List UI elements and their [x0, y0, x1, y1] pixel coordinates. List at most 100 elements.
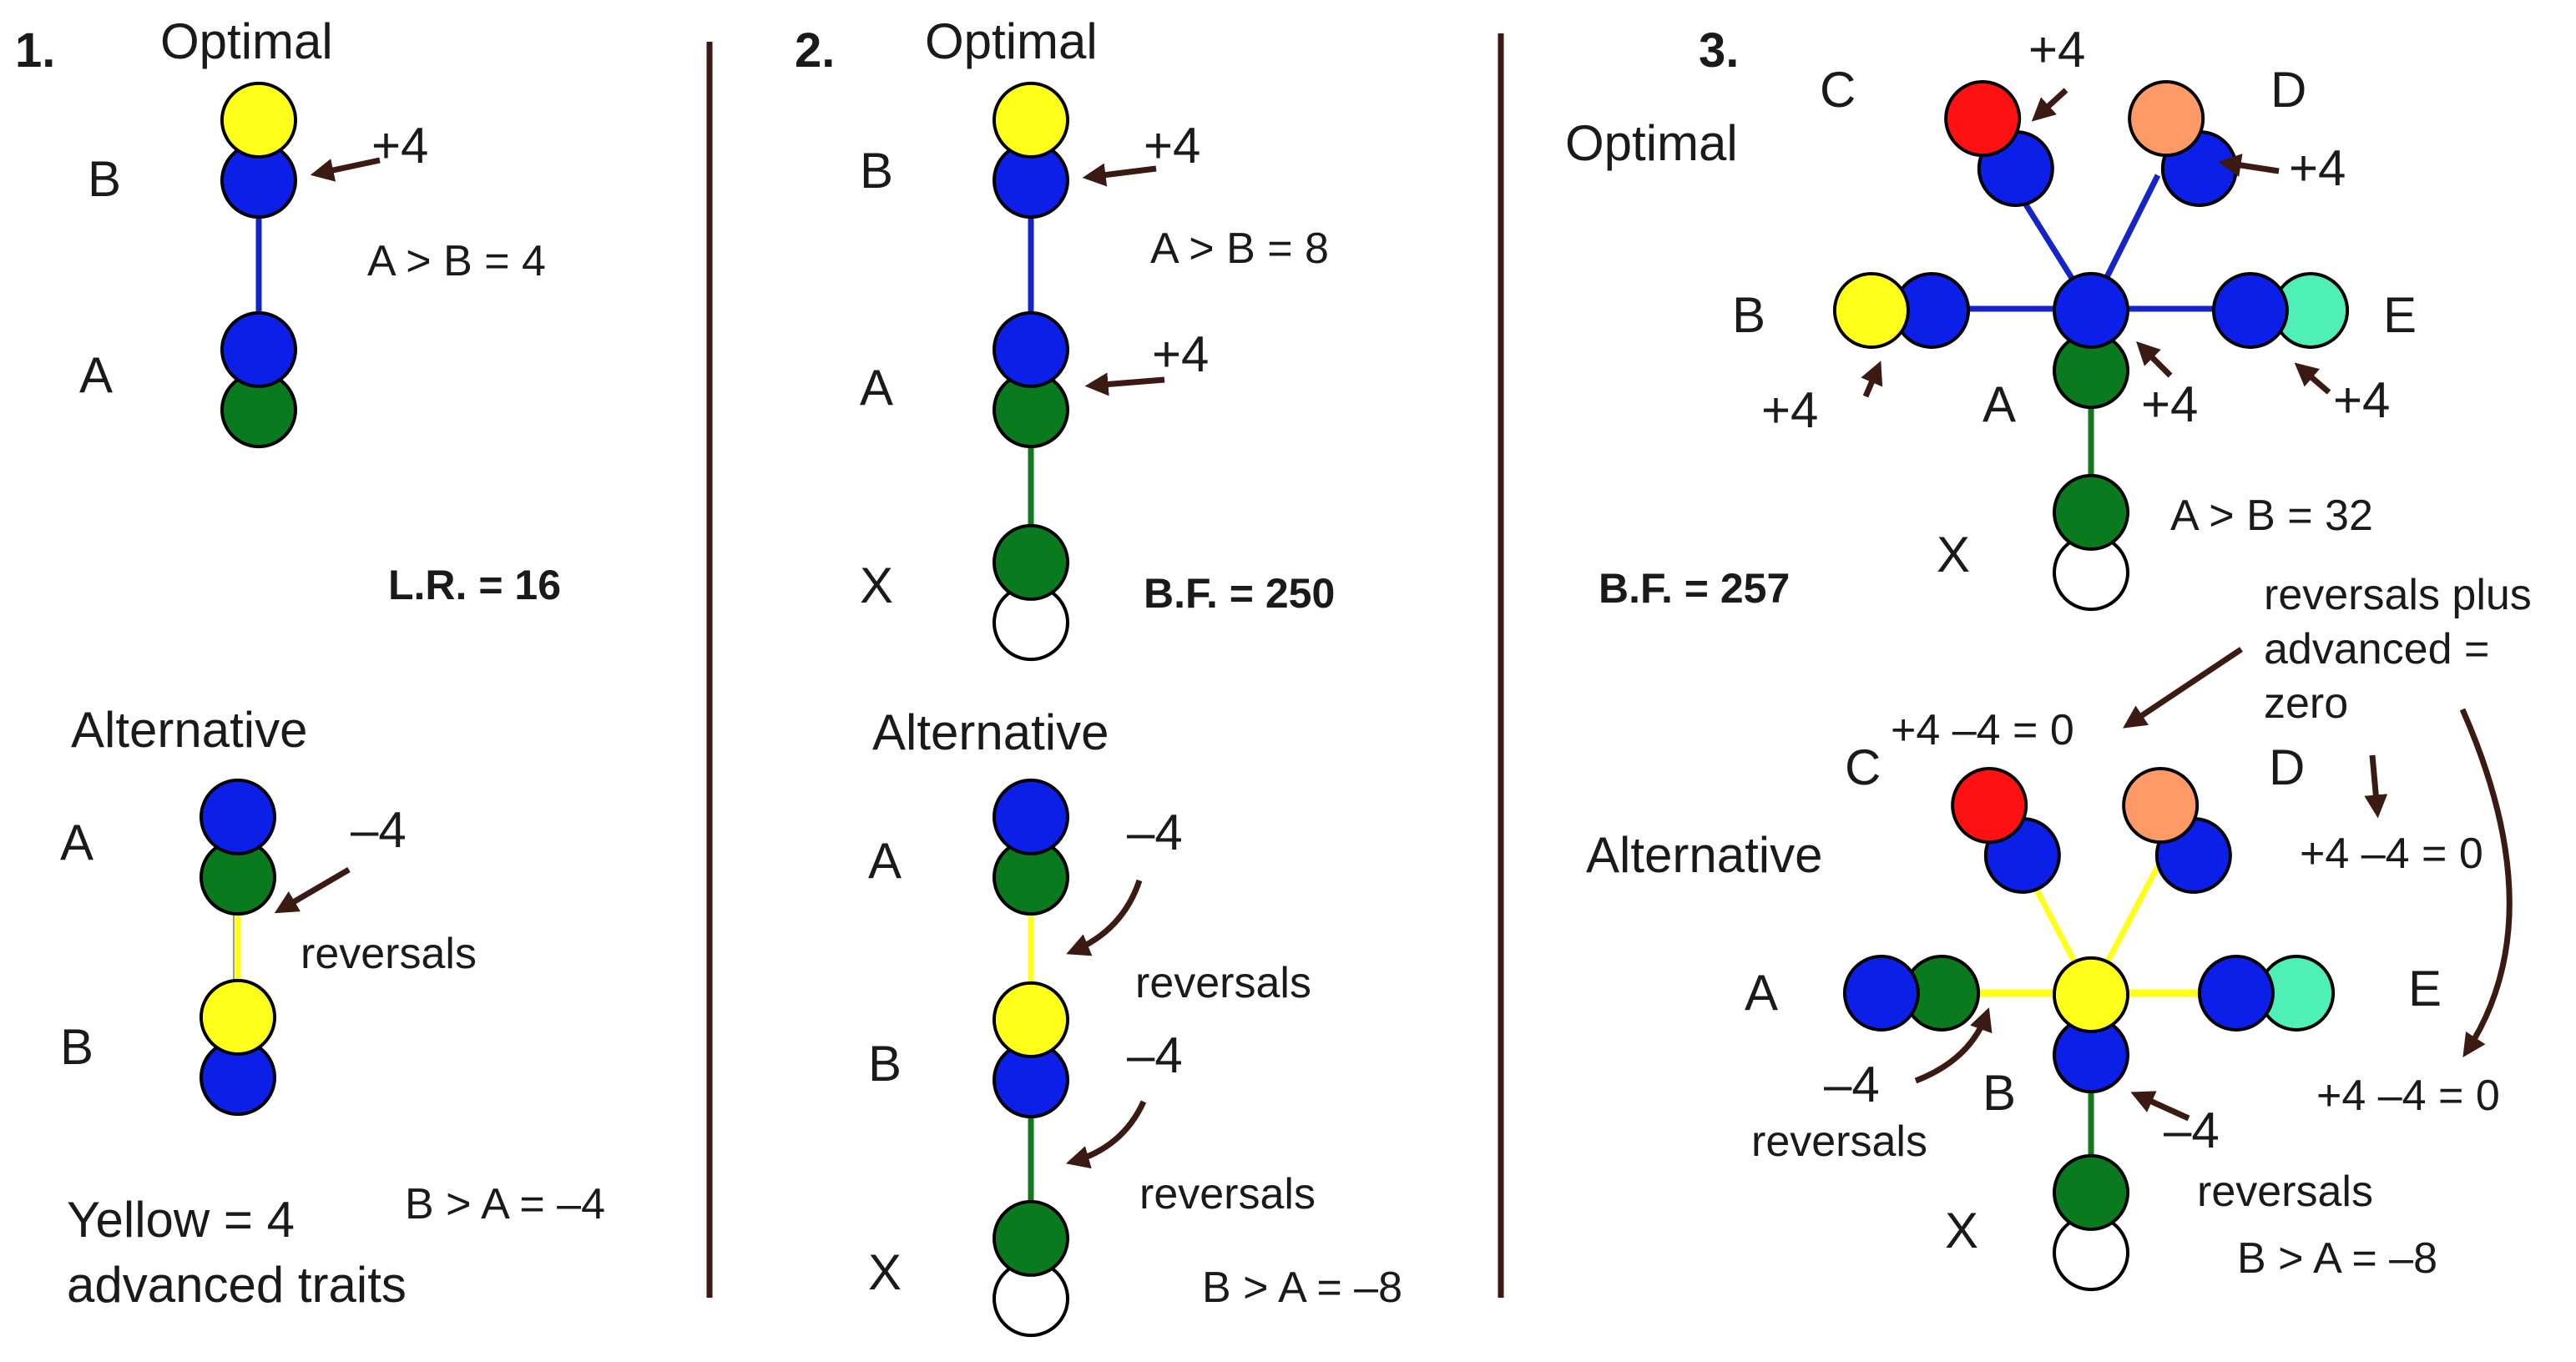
alt-node-E-label: E [2408, 961, 2442, 1016]
optimal-title: Optimal [160, 13, 333, 69]
node-X-label: X [860, 557, 893, 613]
node-X-label: X [1937, 527, 1970, 583]
node-lobe-fill [996, 984, 1066, 1055]
panel-number: 3. [1699, 23, 1739, 78]
alt-loss-label-A: –4 [1824, 1057, 1880, 1112]
node-D-label: D [2270, 62, 2306, 118]
gain-arrow-B [1861, 361, 1883, 398]
note-arrow-D [2364, 754, 2388, 819]
gain-arrow-A [2136, 341, 2173, 378]
node-B [1832, 272, 1971, 349]
loss-arrow [274, 866, 351, 914]
alt-node-B-label: B [60, 1019, 93, 1075]
node-E [2211, 272, 2350, 349]
gain-arrow [310, 157, 381, 182]
alt-compare-label: B > A = –8 [2237, 1234, 2437, 1283]
alt-node-E [2197, 955, 2336, 1032]
alt-reversals-label-B: reversals [2197, 1168, 2373, 1216]
node-lobe-fill [1836, 275, 1907, 346]
node-lobe-fill [2056, 959, 2126, 1030]
alt-loss-label-2: –4 [1127, 1027, 1183, 1083]
gain-label-E: +4 [2333, 372, 2390, 428]
loss-arrow-B [2130, 1091, 2190, 1122]
alt-node-X [2053, 1153, 2129, 1292]
alt-node-X-label: X [1945, 1203, 1978, 1259]
alt-compare-label: B > A = –4 [405, 1180, 605, 1228]
gain-arrow-D [2217, 154, 2280, 177]
alt-node-B [2053, 956, 2129, 1094]
alt-sum-D: +4 –4 = 0 [2300, 830, 2483, 878]
node-lobe-fill [996, 781, 1066, 852]
note-arrow-C [2123, 647, 2243, 729]
node-D [2128, 80, 2238, 207]
panel-2: 2. Optimal B A X +4 A > B = 8 +4 B.F. = … [795, 13, 1402, 1338]
node-lobe-fill [996, 527, 1066, 598]
alternative-title: Alternative [1586, 827, 1822, 883]
note-line-2: advanced = [2264, 625, 2489, 673]
node-lobe-fill [2131, 83, 2202, 154]
alt-reversals-label-A: reversals [1751, 1117, 1927, 1166]
gain-label: +4 [371, 118, 428, 174]
node-lobe-fill [224, 84, 294, 155]
node-lobe-fill [1947, 83, 2018, 154]
alt-sum-C: +4 –4 = 0 [1891, 706, 2074, 754]
alt-node-X-label: X [868, 1244, 902, 1300]
node-lobe-fill [2056, 477, 2126, 547]
panel-number: 1. [15, 23, 55, 78]
reversals-label: reversals [301, 930, 477, 978]
node-A-label: A [79, 347, 113, 403]
node-A [2053, 271, 2129, 410]
node-lobe-fill [1954, 770, 2025, 841]
node-lobe-fill [224, 314, 294, 385]
alt-node-A-label: A [1745, 965, 1778, 1021]
reversals-label-1: reversals [1135, 959, 1311, 1007]
node-lobe-fill [203, 981, 273, 1052]
alt-node-A [1842, 955, 1981, 1032]
alt-node-B-label: B [1983, 1065, 2016, 1121]
node-B [993, 81, 1069, 219]
panel-1: 1. Optimal B A +4 A > B = 4 L.R. = 16 Al… [15, 13, 605, 1313]
node-lobe-fill [2125, 770, 2196, 841]
node-lobe-fill [2200, 958, 2271, 1028]
node-X [993, 523, 1069, 662]
alt-node-D [2122, 767, 2232, 894]
compare-label: A > B = 32 [2170, 492, 2373, 540]
alternative-title: Alternative [71, 702, 307, 758]
alt-node-A [200, 778, 276, 916]
panel-3: 3. Optimal C D B E A X +4 +4 +4 +4 +4 A … [1565, 22, 2532, 1292]
compare-label: A > B = 8 [1150, 224, 1329, 273]
gain-label-B: +4 [1761, 382, 1818, 438]
alt-loss-label: –4 [351, 802, 407, 858]
note-line-1: reversals plus [2264, 571, 2532, 619]
node-B [220, 81, 297, 219]
stat-label: L.R. = 16 [388, 562, 561, 608]
panel-number: 2. [795, 23, 835, 78]
gain-arrow-E [2294, 362, 2331, 395]
gain-label-D: +4 [2289, 140, 2346, 196]
optimal-title: Optimal [1565, 115, 1738, 171]
node-lobe-fill [203, 781, 273, 852]
optimal-title: Optimal [925, 13, 1098, 69]
node-C-label: C [1820, 62, 1856, 118]
node-lobe-fill [996, 1203, 1066, 1274]
node-A-label: A [1983, 376, 2016, 432]
gain-label-A: +4 [1152, 326, 1209, 382]
legend-line-2: advanced traits [67, 1257, 407, 1313]
alt-node-A [993, 778, 1069, 916]
node-A [993, 310, 1069, 449]
node-X [2053, 473, 2129, 612]
alt-node-A-label: A [60, 815, 93, 870]
alternative-title: Alternative [872, 704, 1109, 760]
alt-node-D-label: D [2269, 739, 2305, 795]
gain-arrow-C [2031, 88, 2068, 122]
alt-node-X [993, 1199, 1069, 1338]
reversals-label-2: reversals [1139, 1170, 1316, 1218]
node-lobe-fill [996, 84, 1066, 155]
gain-arrow-A [1084, 372, 1165, 396]
gain-label-B: +4 [1144, 118, 1200, 174]
node-A [220, 310, 297, 449]
alt-loss-label-1: –4 [1127, 805, 1183, 860]
alt-node-B [993, 981, 1069, 1119]
alt-compare-label: B > A = –8 [1202, 1264, 1402, 1312]
